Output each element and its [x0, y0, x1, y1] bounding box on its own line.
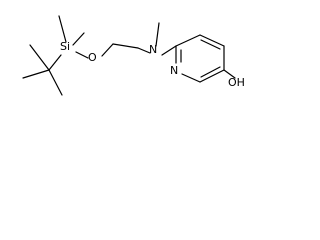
bond-ring-c2-c3	[175, 34, 201, 47]
atom-oh-label: OH	[228, 76, 245, 89]
bond-n-methyl	[155, 22, 160, 47]
bond-n-ring	[161, 45, 177, 56]
bond-ring-c3-c4-double	[200, 39, 221, 50]
bond-c1-c2	[112, 43, 139, 49]
atom-n-ring-label: N	[170, 64, 178, 77]
atom-si-label: Si	[60, 40, 70, 53]
bond-ring-c6-n	[181, 73, 201, 83]
bond-si-tbu	[48, 54, 62, 71]
bond-c2-n	[137, 47, 151, 54]
bond-si-methyl-right	[72, 32, 85, 46]
bond-o-c1	[101, 43, 114, 57]
bond-c5-oh	[223, 69, 236, 79]
atom-n-amine-label: N	[149, 43, 157, 56]
bond-ring-c3-c4	[199, 34, 225, 47]
atom-o-ether-label: O	[88, 51, 97, 64]
bond-tbu-methyl-2	[48, 69, 63, 96]
structure-canvas: Si O N N OH	[0, 0, 250, 113]
bond-tbu-methyl-1	[22, 69, 50, 79]
molecule-structure: Si O N N OH	[22, 15, 245, 96]
bond-si-methyl-up	[58, 15, 67, 43]
bond-ring-c5-c6-double	[200, 66, 221, 78]
bond-tbu-methyl-3	[29, 44, 50, 71]
bond-si-o	[75, 51, 89, 59]
bond-ring-c5-c6	[199, 69, 225, 83]
bonds	[22, 15, 236, 96]
